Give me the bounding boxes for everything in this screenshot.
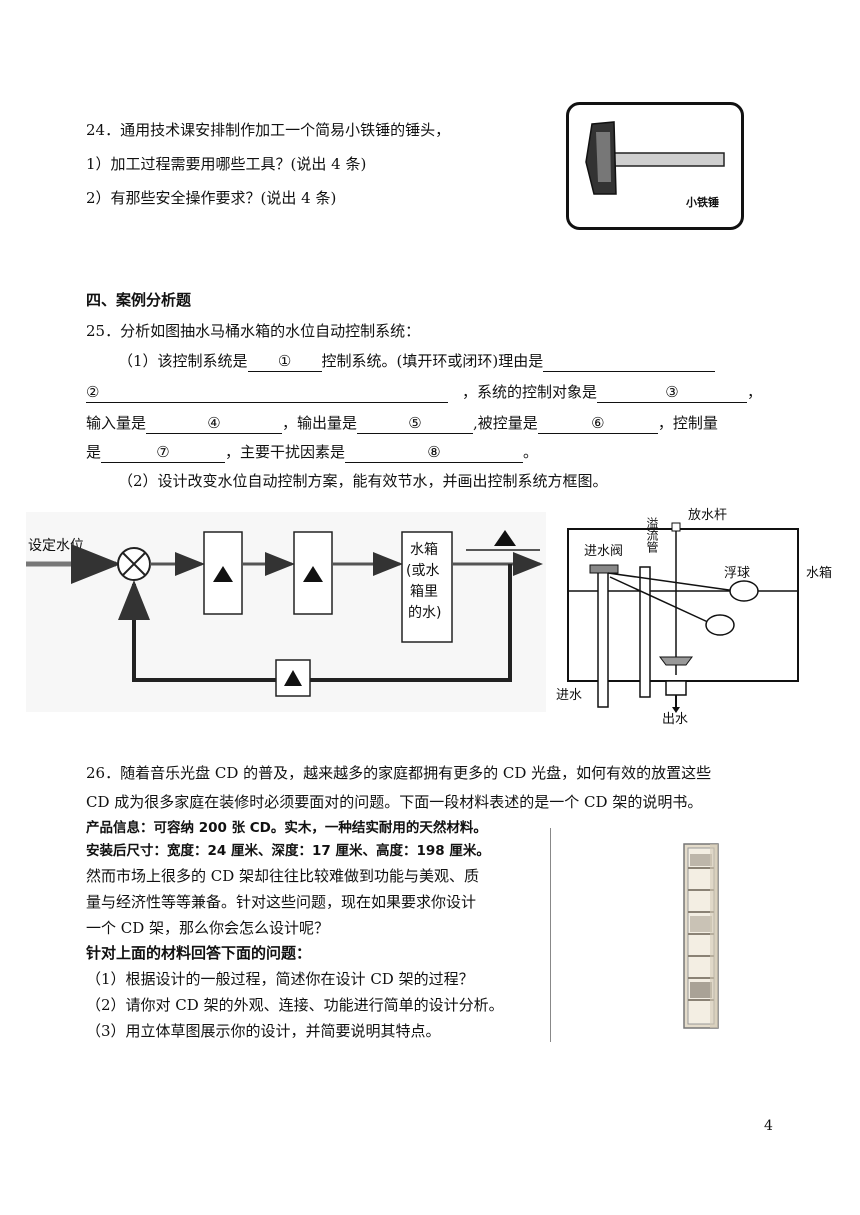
blank-8: ⑧ (345, 442, 524, 463)
blank-1: ① (247, 351, 322, 372)
hammer-label: 小铁锤 (685, 195, 719, 209)
q26-body-2: 量与经济性等等兼备。针对这些问题，现在如果要求你设计 (86, 893, 477, 911)
divider (550, 828, 551, 1042)
q25-text: 。 (523, 443, 539, 461)
float-label: 浮球 (724, 566, 750, 581)
q25-text: ，控制量 (657, 414, 718, 432)
q26-body-3: 一个 CD 架，那么你会怎么设计呢？ (86, 919, 330, 937)
q26-body-1: 然而市场上很多的 CD 架却往往比较难做到功能与美观、质 (86, 867, 480, 885)
float-ball (729, 580, 759, 602)
q25-text: ，输出量是 (282, 414, 358, 432)
q26-product-info: 产品信息：可容纳 200 张 CD。实木，一种结实耐用的天然材料。 (86, 820, 487, 836)
blank-3: ③ (597, 382, 748, 403)
hammer-image: 小铁锤 (566, 102, 744, 230)
float-ball-low (705, 614, 735, 636)
q25-title: 25．分析如图抽水马桶水箱的水位自动控制系统： (86, 322, 421, 340)
lever-label: 放水杆 (688, 508, 727, 523)
q25-text: ， (747, 383, 763, 401)
q26-ask: 针对上面的材料回答下面的问题： (86, 944, 312, 962)
q26-answer-3: （3）用立体草图展示你的设计，并简要说明其特点。 (86, 1022, 441, 1040)
q25-text: 是 (86, 443, 102, 461)
q26-intro-1: 26．随着音乐光盘 CD 的普及，越来越多的家庭都拥有更多的 CD 光盘，如何有… (86, 764, 712, 782)
blank-2: ② (86, 382, 448, 403)
q25-text: 输入量是 (86, 414, 147, 432)
q25-text: ，系统的控制对象是 (462, 383, 598, 401)
q24-part1: 1）加工过程需要用哪些工具？(说出 4 条) (86, 155, 367, 173)
blank-2-line (543, 351, 716, 372)
water-out-label: 出水 (662, 712, 688, 727)
q25-text: 控制系统。(填开环或闭环)理由是 (321, 352, 544, 370)
controller-triangle (213, 566, 233, 582)
section-heading: 四、案例分析题 (86, 291, 192, 309)
blank-7: ⑦ (101, 442, 226, 463)
tank-label: 水箱 (806, 565, 832, 581)
q26-answer-1: （1）根据设计的一般过程，简述你在设计 CD 架的过程？ (86, 970, 474, 988)
q26-answer-2: （2）请你对 CD 架的外观、连接、功能进行简单的设计分析。 (86, 996, 504, 1014)
q25-text: ,被控量是 (473, 414, 538, 432)
q25-text: ，主要干扰因素是 (225, 443, 346, 461)
blank-4: ④ (146, 413, 283, 434)
water-in-label: 进水 (556, 688, 582, 703)
plant-label-4: 的水) (408, 605, 441, 621)
toilet-tank-diagram: 放水杆 进水阀 溢流管 浮球 水箱 进水 出水 (556, 508, 832, 727)
q25-part2: （2）设计改变水位自动控制方案，能有效节水，并画出控制系统方框图。 (118, 472, 608, 490)
blank-6: ⑥ (537, 413, 658, 434)
input-label: 设定水位 (28, 538, 84, 554)
output-triangle (494, 530, 516, 546)
inlet-valve-label: 进水阀 (584, 544, 623, 559)
inlet-pipe (597, 566, 609, 708)
q25-text: （1）该控制系统是 (118, 352, 248, 370)
actuator-triangle (303, 566, 323, 582)
blank-5: ⑤ (357, 413, 474, 434)
plant-label-1: 水箱 (410, 542, 438, 558)
control-block-diagram: 设定水位 水箱 (或水 箱里 的水) (26, 512, 546, 712)
cd-rack-image (683, 843, 719, 1029)
sensor-triangle (284, 670, 302, 686)
q24-part2: 2）有那些安全操作要求？(说出 4 条) (86, 189, 337, 207)
q26-intro-2: CD 成为很多家庭在装修时必须要面对的问题。下面一段材料表述的是一个 CD 架的… (86, 793, 703, 811)
overflow-pipe (639, 566, 651, 698)
plant-label-3: 箱里 (410, 584, 438, 600)
q24-title: 24．通用技术课安排制作加工一个简易小铁锤的锤头， (86, 121, 451, 139)
overflow-pipe-label: 溢流管 (645, 517, 659, 554)
plant-block (401, 531, 453, 643)
page-number: 4 (764, 1118, 773, 1134)
q26-install-size: 安装后尺寸：宽度：24 厘米、深度：17 厘米、高度：198 厘米。 (86, 843, 490, 859)
plant-label-2: (或水 (406, 563, 439, 579)
